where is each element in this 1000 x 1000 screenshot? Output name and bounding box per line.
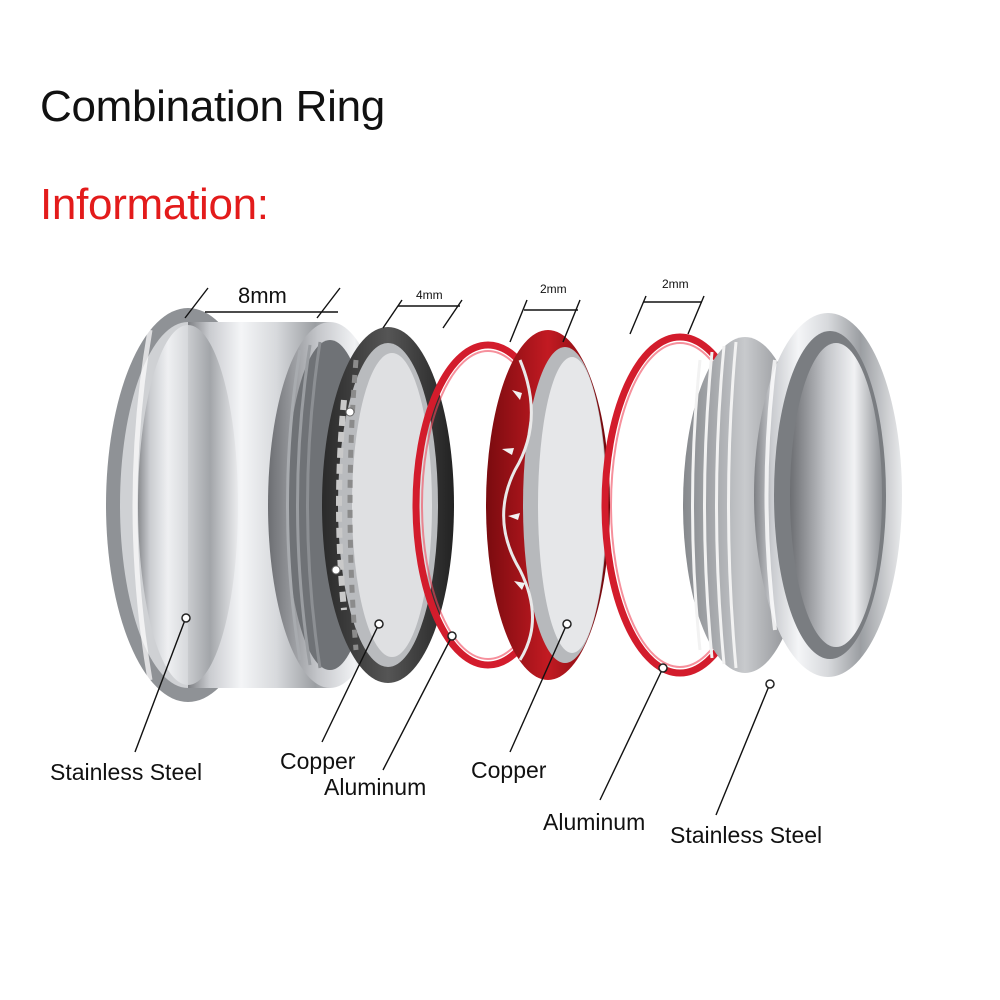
dimension-4mm-label: 4mm <box>416 288 443 302</box>
label-aluminum-right: Aluminum <box>543 809 645 835</box>
leader-stainless-steel-right <box>715 679 775 816</box>
dimension-8mm: 8mm <box>184 283 341 319</box>
dimension-2mm-label-b: 2mm <box>662 277 689 291</box>
dimension-2mm-label-a: 2mm <box>540 282 567 296</box>
leader-copper-right <box>509 619 572 753</box>
leader-copper-left <box>321 619 384 743</box>
label-copper-right: Copper <box>471 757 547 783</box>
copper-red-leaf-band <box>486 330 610 680</box>
leader-stainless-steel-left <box>134 613 191 753</box>
label-stainless-steel-left: Stainless Steel <box>50 759 202 785</box>
label-copper-left: Copper <box>280 748 356 774</box>
dimension-2mm-a: 2mm <box>509 282 581 343</box>
copper-textured-band <box>322 327 454 683</box>
label-stainless-steel-right: Stainless Steel <box>670 822 822 848</box>
label-aluminum-left: Aluminum <box>324 774 426 800</box>
dimension-2mm-b: 2mm <box>629 277 705 335</box>
dimension-4mm: 4mm <box>382 288 463 329</box>
information-heading: Information: <box>40 180 269 229</box>
page-title: Combination Ring <box>40 82 385 131</box>
stainless-steel-grooved-ring <box>683 313 902 677</box>
leader-aluminum-right <box>599 663 668 801</box>
leader-aluminum-left <box>382 631 457 771</box>
dimension-8mm-label: 8mm <box>238 283 287 308</box>
